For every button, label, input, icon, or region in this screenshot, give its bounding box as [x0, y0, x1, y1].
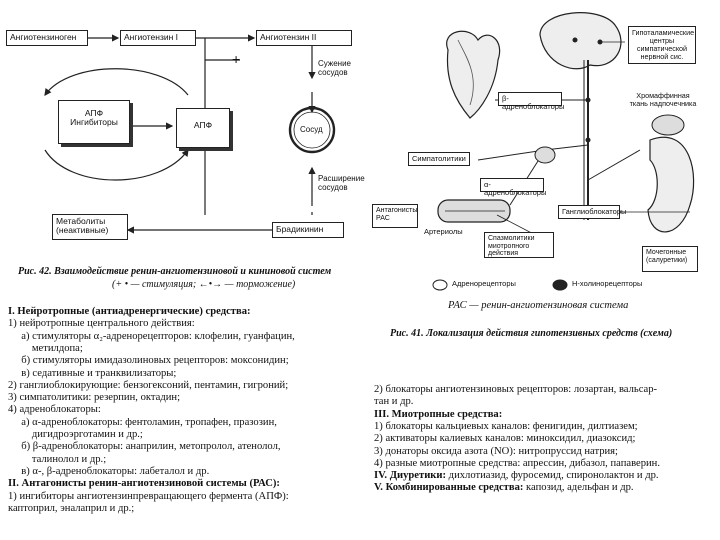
text-line-bold: IV. Диуретики: — [374, 470, 447, 482]
plus-sign: + — [232, 51, 241, 67]
text-line: V. Комбинированные средства: капозид, ад… — [374, 482, 634, 494]
beta-blockers-label: β-адреноблокаторы — [502, 94, 565, 112]
beta-blockers-box: β-адреноблокаторы — [498, 92, 564, 111]
legend-adreno: Адренорецепторы — [452, 279, 516, 288]
text-line: 1) нейротропные центрального действия: — [8, 318, 195, 330]
text-line-body: 3) донаторы оксида азота (NO): нитропрус… — [374, 445, 619, 457]
text-line-body: дигидроэрготамин и др.; — [8, 429, 143, 440]
text-line: 3) донаторы оксида азота (NO): нитропрус… — [374, 446, 618, 458]
text-line: тан и др. — [374, 396, 413, 408]
angiotensin1-label: Ангиотензин I — [124, 32, 179, 42]
text-line: 3) симпатолитики: резерпин, октадин; — [8, 392, 180, 404]
myotropic-box: Спазмолитики миотропного действия — [484, 232, 554, 258]
diuretics-box: Мочегонные (салуретики) — [642, 246, 698, 272]
text-line-body: капозид, адельфан и др. — [523, 482, 634, 494]
diuretics-label: Мочегонные (салуретики) — [646, 249, 688, 264]
text-line: 1) блокаторы кальциевых каналов: фенигид… — [374, 421, 638, 433]
vessel-label: Сосуд — [300, 125, 323, 134]
legend-cholino: Н-холинорецепторы — [572, 279, 643, 288]
text-line-bold: V. Комбинированные средства: — [374, 482, 524, 494]
hypothalamic-box: Гипоталамические центры симпатической не… — [628, 26, 696, 64]
text-line: а) α-адреноблокаторы: фентоламин, тропаф… — [8, 417, 277, 429]
metabolites-label: Метаболиты (неактивные) — [56, 216, 109, 236]
apf-inhibitors-box: АПФ Ингибиторы — [58, 100, 130, 144]
text-line-bold: I. Нейротропные (антиадренергические) ср… — [8, 306, 251, 317]
angiotensinogen-label: Ангиотензиноген — [10, 32, 77, 42]
text-line-body: 1) нейротропные центрального действия: — [8, 318, 195, 330]
text-line: IV. Диуретики: дихлотиазид, фуросемид, с… — [374, 470, 659, 482]
text-line: 4) разные миотропные средства: апрессин,… — [374, 458, 660, 470]
text-line: 2) блокаторы ангиотензиновых рецепторов:… — [374, 384, 657, 396]
bradykinin-box: Брадикинин — [272, 222, 344, 238]
antagonists-ras-box: Антагонисты РАС — [372, 204, 418, 228]
narrowing-label: Сужение сосудов — [318, 59, 352, 77]
text-line: метилдопа; — [8, 343, 83, 355]
text-line-body: талинолол и др.; — [8, 453, 107, 465]
text-line: 4) адреноблокаторы: — [8, 404, 101, 416]
bradykinin-label: Брадикинин — [276, 224, 324, 234]
text-line-body: тан и др. — [374, 396, 414, 408]
text-line-body: 2) блокаторы ангиотензиновых рецепторов:… — [374, 384, 658, 395]
text-line: 2) ганглиоблокирующие: бензогексоний, пе… — [8, 380, 288, 392]
text-line-body: 4) разные миотропные средства: апрессин,… — [374, 457, 660, 469]
text-line-body: 2) активаторы калиевых каналов: миноксид… — [374, 433, 636, 445]
text-line: 2) активаторы калиевых каналов: миноксид… — [374, 433, 635, 445]
text-line: б) стимуляторы имидазолиновых рецепторов… — [8, 355, 289, 367]
text-line: а) стимуляторы α₂-адренорецепторов: клоф… — [8, 331, 295, 343]
text-line: I. Нейротропные (антиадренергические) ср… — [8, 306, 251, 318]
hypothalamic-label: Гипоталамические центры симпатической не… — [632, 28, 695, 61]
right-caption: Рис. 41. Локализация действия гипотензив… — [390, 328, 673, 339]
ganglioblockers-label: Ганглиоблокаторы — [562, 207, 627, 216]
text-line-bold: II. Антагонисты ренин-ангиотензиновой си… — [8, 478, 280, 490]
angiotensin2-box: Ангиотензин II — [256, 30, 352, 46]
arterioles-label: Артериолы — [424, 227, 463, 236]
alpha-blockers-box: α-адреноблокаторы — [480, 178, 546, 197]
text-line-body: в) седативные и транквилизаторы; — [8, 367, 177, 379]
sympatholytics-label: Симпатолитики — [412, 154, 466, 163]
angiotensin2-label: Ангиотензин II — [260, 32, 317, 42]
ras-note: РАС — ренин-ангиотензиновая система — [448, 300, 629, 311]
text-line: в) α-, β-адреноблокаторы: лабеталол и др… — [8, 466, 209, 478]
text-line-body: метилдопа; — [8, 342, 83, 354]
text-line-body: а) стимуляторы α₂-адренорецепторов: клоф… — [8, 330, 295, 342]
text-line-body: б) β-адреноблокаторы: анаприлин, метопро… — [8, 441, 281, 453]
text-line-body: а) α-адреноблокаторы: фентоламин, тропаф… — [8, 416, 277, 428]
text-line-body: 4) адреноблокаторы: — [8, 404, 101, 416]
left-caption-line2: (+ • — стимуляция; ←•→ — торможение) — [112, 279, 296, 290]
text-line-body: б) стимуляторы имидазолиновых рецепторов… — [8, 355, 289, 367]
angiotensin1-box: Ангиотензин I — [120, 30, 196, 46]
apf-label: АПФ — [193, 120, 213, 130]
text-line: каптоприл, эналаприл и др.; — [8, 503, 134, 515]
text-line-body: 3) симпатолитики: резерпин, октадин; — [8, 392, 181, 404]
text-line-bold: III. Миотропные средства: — [374, 408, 503, 420]
text-line: в) седативные и транквилизаторы; — [8, 368, 176, 380]
text-line-body: 2) ганглиоблокирующие: бензогексоний, пе… — [8, 379, 289, 391]
expansion-label: Расширение сосудов — [318, 174, 365, 192]
antagonists-ras-label: Антагонисты РАС — [376, 207, 418, 222]
text-line-body: дихлотиазид, фуросемид, спиронолактон и … — [446, 470, 659, 482]
text-line-body: в) α-, β-адреноблокаторы: лабеталол и др… — [8, 465, 210, 477]
text-line: III. Миотропные средства: — [374, 409, 502, 421]
myotropic-label: Спазмолитики миотропного действия — [488, 235, 535, 258]
left-caption-line1: Рис. 42. Взаимодействие ренин-ангиотензи… — [18, 266, 332, 277]
text-line: дигидроэрготамин и др.; — [8, 429, 143, 441]
text-line-body: 1) блокаторы кальциевых каналов: фенигид… — [374, 420, 638, 432]
chromaffin-label: Хромаффинная ткань надпочечника — [629, 91, 697, 108]
alpha-blockers-label: α-адреноблокаторы — [484, 180, 547, 198]
apf-inhibitors-label: АПФ Ингибиторы — [70, 108, 118, 128]
text-line-body: каптоприл, эналаприл и др.; — [8, 502, 135, 514]
text-line: талинолол и др.; — [8, 454, 106, 466]
ganglioblockers-box: Ганглиоблокаторы — [558, 205, 626, 219]
text-line: б) β-адреноблокаторы: анаприлин, метопро… — [8, 441, 281, 453]
text-line: II. Антагонисты ренин-ангиотензиновой си… — [8, 478, 280, 490]
text-line-body: 1) ингибиторы ангиотензинпревращающего ф… — [8, 490, 289, 502]
angiotensinogen-box: Ангиотензиноген — [6, 30, 88, 46]
apf-box: АПФ — [176, 108, 230, 148]
metabolites-box: Метаболиты (неактивные) — [52, 214, 128, 240]
sympatholytics-box: Симпатолитики — [408, 152, 470, 166]
text-line: 1) ингибиторы ангиотензинпревращающего ф… — [8, 491, 289, 503]
